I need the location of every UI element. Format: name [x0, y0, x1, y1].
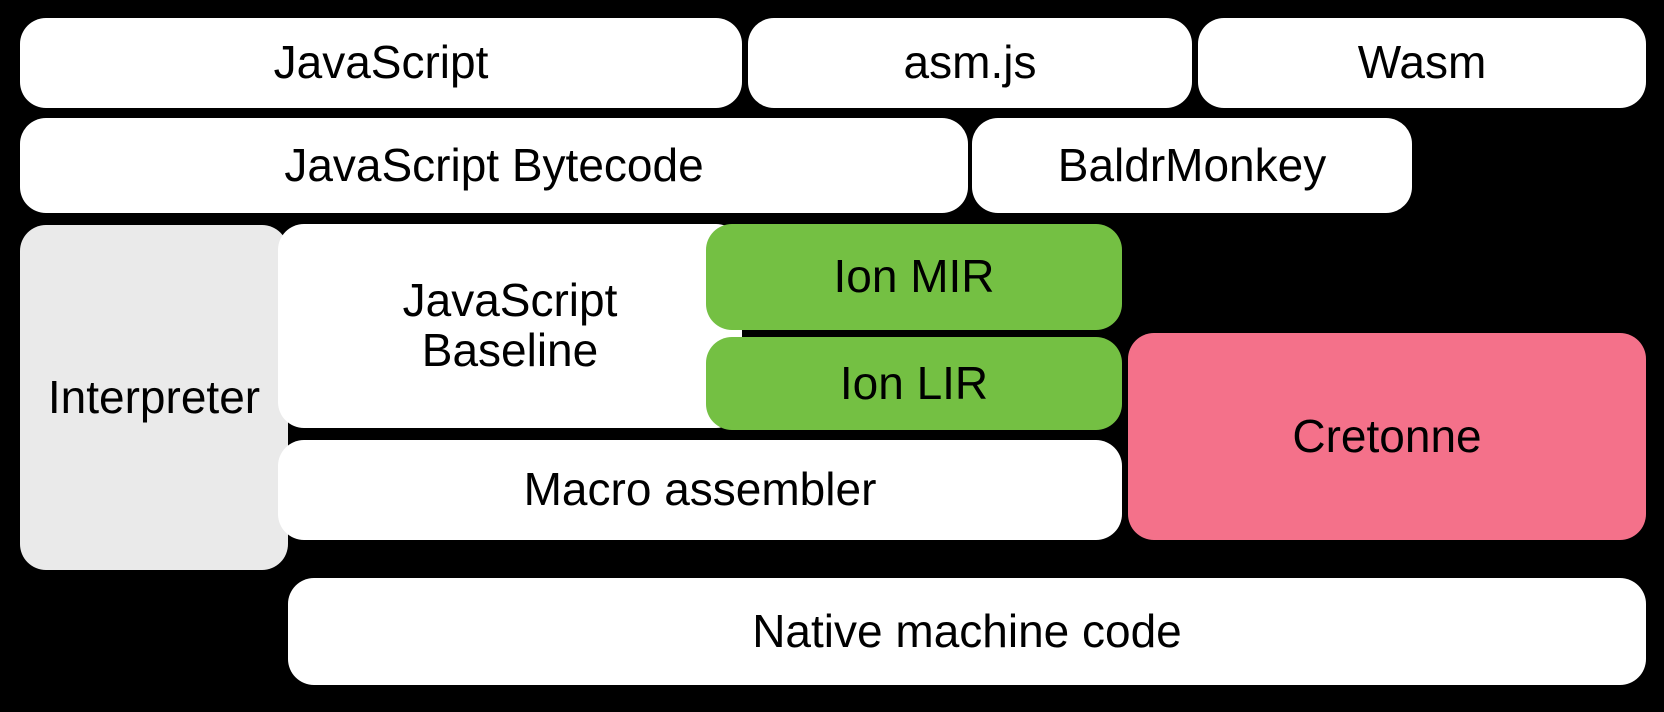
node-javascript-bytecode: JavaScript Bytecode — [20, 118, 968, 213]
node-javascript: JavaScript — [20, 18, 742, 108]
node-baldrmonkey: BaldrMonkey — [972, 118, 1412, 213]
node-javascript-baseline: JavaScript Baseline — [278, 224, 742, 428]
node-wasm: Wasm — [1198, 18, 1646, 108]
node-native-machine-code: Native machine code — [288, 578, 1646, 685]
node-asmjs: asm.js — [748, 18, 1192, 108]
node-ion-mir: Ion MIR — [706, 224, 1122, 330]
node-ion-lir: Ion LIR — [706, 337, 1122, 430]
node-interpreter: Interpreter — [20, 225, 288, 570]
node-cretonne: Cretonne — [1128, 333, 1646, 540]
node-macro-assembler: Macro assembler — [278, 440, 1122, 540]
